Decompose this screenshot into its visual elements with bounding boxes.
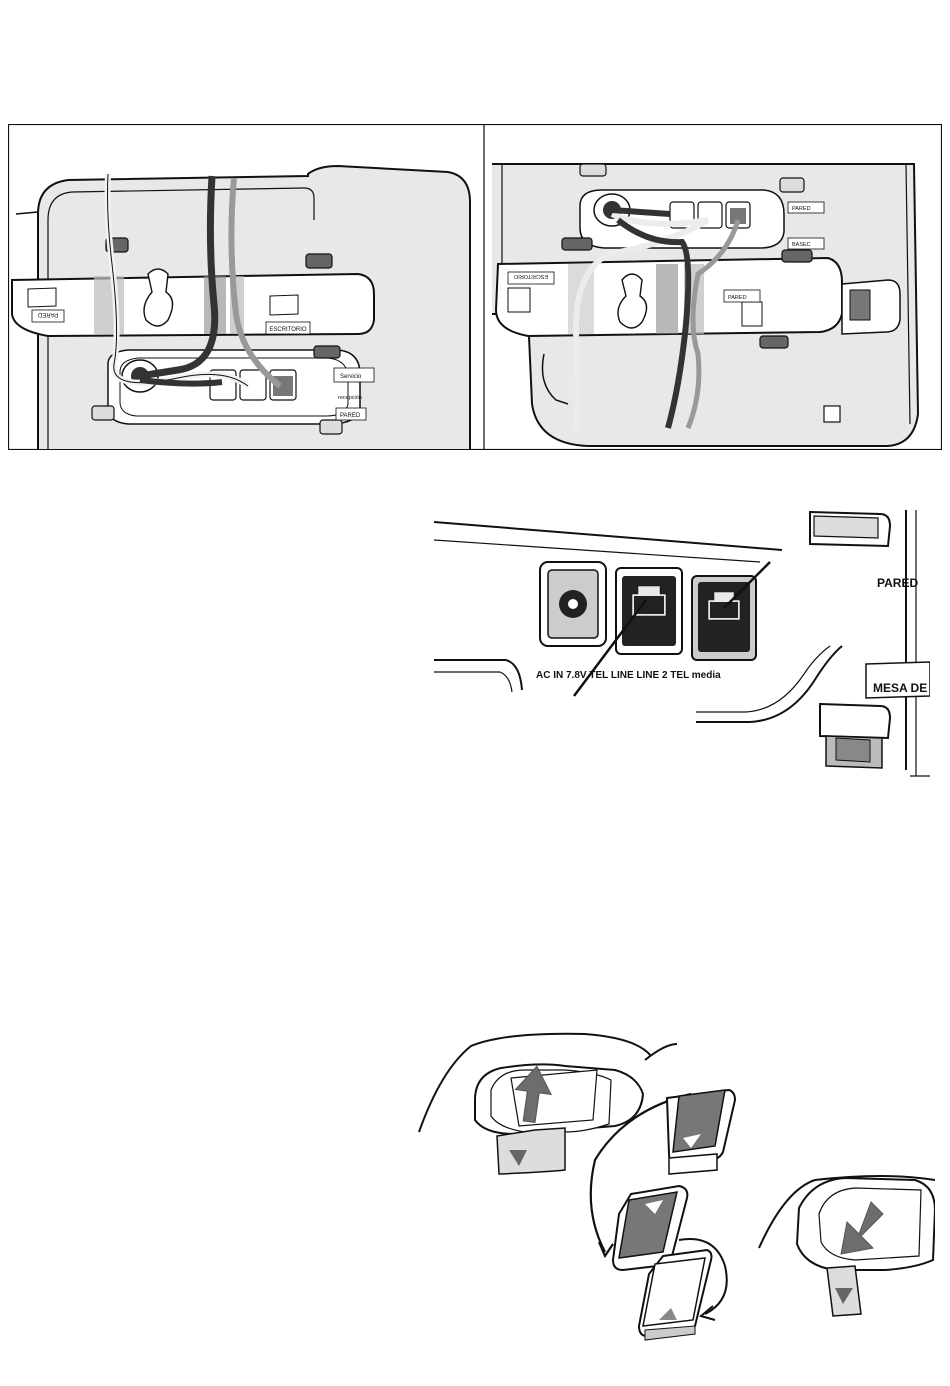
left-panel-desk-mount: PARED ESCRITORIO Servicio recepción PARE… [12,166,470,450]
label-servicio: Servicio [340,374,362,380]
right-panel-wall-mount: PARED BASEC ESCRITORIO PARED [492,164,918,446]
label-escritorio-left: ESCRITORIO [269,327,307,333]
hook-reversal-figure [415,1030,935,1360]
label-pared-right-2: PARED [728,295,747,301]
side-label-pared: PARED [877,576,918,590]
label-escritorio-right: ESCRITORIO [513,273,548,279]
label-pared-left-2: PARED [340,413,361,419]
ports-closeup-figure: AC IN 7.8V TEL LINE LINE 2 TEL media PAR… [430,500,930,780]
label-pared-left: PARED [37,311,58,317]
port-caption: AC IN 7.8V TEL LINE LINE 2 TEL media [536,670,721,681]
cable-routing-figure: PARED ESCRITORIO Servicio recepción PARE… [8,124,942,450]
label-pared-right: PARED [792,206,811,212]
label-recepcion: recepción [338,395,362,401]
label-basec: BASEC [792,242,811,248]
side-label-mesa: MESA DE [873,681,927,695]
